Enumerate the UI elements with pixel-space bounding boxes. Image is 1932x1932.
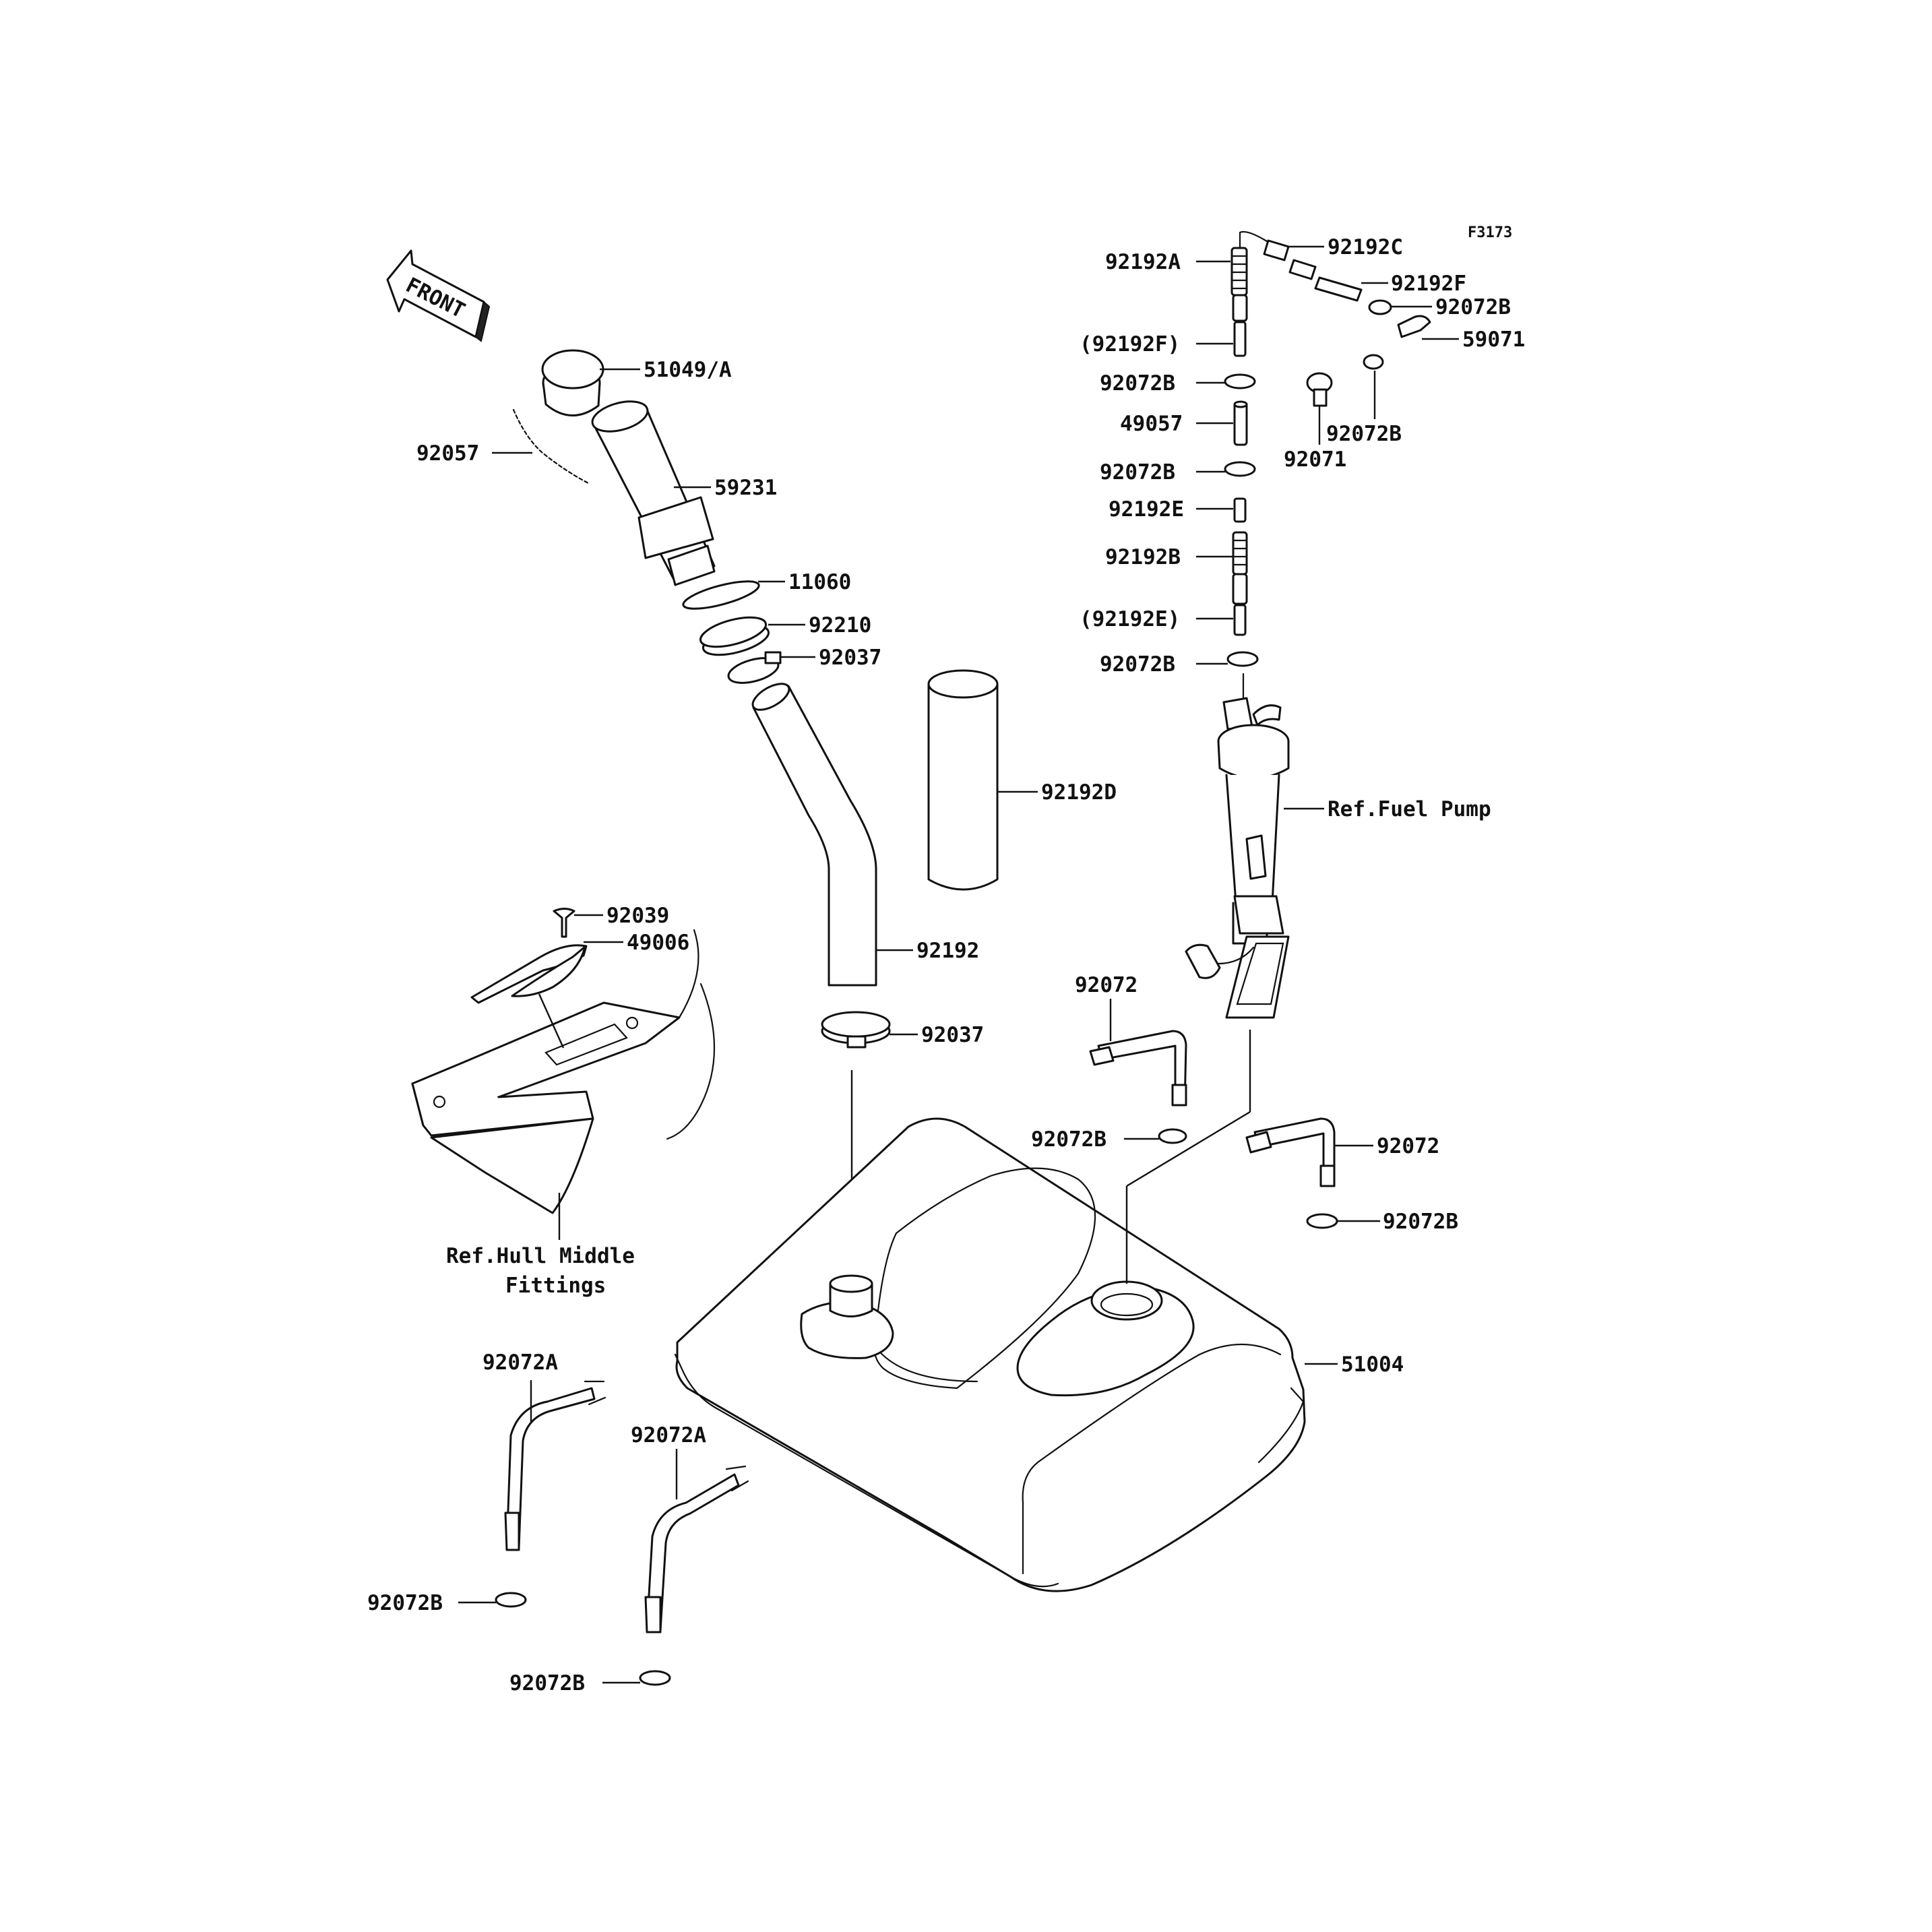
clip-92072b-r1 [1368,299,1392,315]
label-92057: 92057 [416,441,479,466]
clip-92072b-bl1 [495,1592,527,1608]
label-92072b-mid: 92072B [1031,1127,1107,1152]
strap-92072a-2 [644,1465,749,1633]
filler-hose [752,685,877,987]
label-51004: 51004 [1341,1352,1404,1377]
hose-segment-upper [1232,294,1248,357]
label-92192d: 92192D [1041,780,1117,805]
gasket-ring [682,580,760,610]
label-92210: 92210 [809,613,871,637]
label-92072a-1: 92072A [482,1350,558,1375]
hose-clamp-bottom [821,1011,891,1049]
strap-92072-right [1245,1117,1336,1187]
label-92037-top: 92037 [819,646,881,670]
label-92192c: 92192C [1328,235,1403,259]
label-92071: 92071 [1284,447,1346,472]
hose-clamp-top [727,651,782,684]
strap-92072-left [1089,1030,1187,1107]
hose-segment-lower [1232,573,1248,636]
clip-92072b-l1 [1224,373,1256,389]
label-92192f: 92192F [1391,272,1466,296]
protective-tube [927,669,999,891]
strap-92072a-1 [504,1380,606,1551]
label-49057: 49057 [1120,412,1183,436]
label-92072b-bl1: 92072B [367,1591,443,1615]
fuel-cap [541,349,604,416]
clip-92072b-right [1306,1213,1338,1229]
hull-bracket [411,929,716,1214]
label-92072b-bl2: 92072B [509,1671,585,1695]
label-ref-hull-2: Fittings [505,1274,606,1298]
valve-92071 [1306,372,1333,407]
hull-cover [470,944,588,1004]
label-92192f-paren: (92192F) [1080,332,1180,356]
label-92072-right: 92072 [1377,1134,1439,1158]
label-49006: 49006 [627,931,689,955]
label-92072-left: 92072 [1075,973,1138,997]
label-92072b-r2: 92072B [1326,422,1402,446]
label-59071: 59071 [1462,328,1525,352]
label-92037-bottom: 92037 [921,1023,984,1047]
label-92072b-r1: 92072B [1435,295,1511,319]
label-92192a: 92192A [1105,250,1181,274]
label-11060: 11060 [788,570,851,594]
label-92192b: 92192B [1105,545,1181,569]
label-92072b-l1: 92072B [1100,371,1175,396]
clip-92072b-bl2 [639,1670,671,1686]
rivet-icon [553,908,575,938]
joint-49057 [1233,400,1248,446]
filler-nut [699,616,770,656]
label-92072a-2: 92072A [631,1423,706,1447]
front-arrow-icon: FRONT [386,249,491,342]
fuel-pump [1185,673,1290,1019]
figure-code: F3173 [1468,224,1512,241]
clip-92072b-l3 [1226,651,1259,667]
label-92192e-paren: (92192E) [1080,607,1180,631]
label-92192e: 92192E [1109,497,1184,522]
hose-92192b [1232,531,1248,575]
label-92072b-right: 92072B [1383,1210,1458,1234]
hose-59071 [1397,315,1431,338]
filler-neck [591,400,716,586]
label-51049a: 51049/A [644,358,732,382]
fuel-tank [674,1117,1306,1592]
clip-92072b-r2 [1363,354,1384,370]
label-ref-hull-1: Ref.Hull Middle [446,1244,635,1268]
hose-92192f [1314,276,1363,302]
label-92072b-l3: 92072B [1100,652,1175,677]
cap-tether [512,408,591,485]
hose-92192c [1263,239,1317,280]
hose-92192a [1230,230,1268,297]
label-59231: 59231 [714,476,777,500]
hose-92192e [1233,497,1247,523]
label-92039: 92039 [606,904,669,928]
clip-92072b-l2 [1224,461,1256,477]
label-92072b-l2: 92072B [1100,460,1175,485]
clip-92072b-mid [1158,1128,1187,1144]
label-92192: 92192 [916,939,979,963]
label-ref-fuel-pump: Ref.Fuel Pump [1328,797,1491,821]
